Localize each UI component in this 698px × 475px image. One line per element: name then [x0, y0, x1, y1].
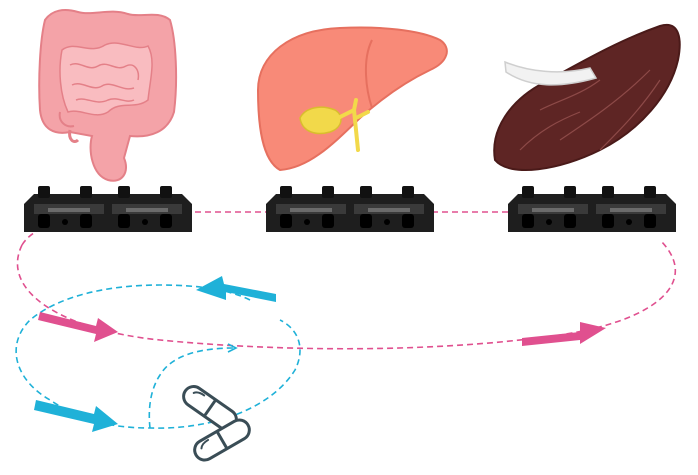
- blue-arrow-top: [196, 276, 276, 302]
- intestine-illustration: [38, 9, 178, 182]
- pink-arrow-left: [38, 312, 118, 342]
- drug-uptake-loop: [15, 284, 301, 429]
- capsule-icon: [182, 385, 251, 462]
- organ-chip-3: [508, 186, 676, 232]
- pink-arrow-right: [522, 322, 606, 346]
- organ-chip-2: [266, 186, 434, 232]
- liver-illustration: [256, 26, 448, 172]
- organ-chip-1: [24, 186, 192, 232]
- spleen-illustration: [493, 23, 681, 171]
- blue-arrow-bottom: [34, 400, 118, 432]
- organ-circulation-loop: [16, 211, 677, 350]
